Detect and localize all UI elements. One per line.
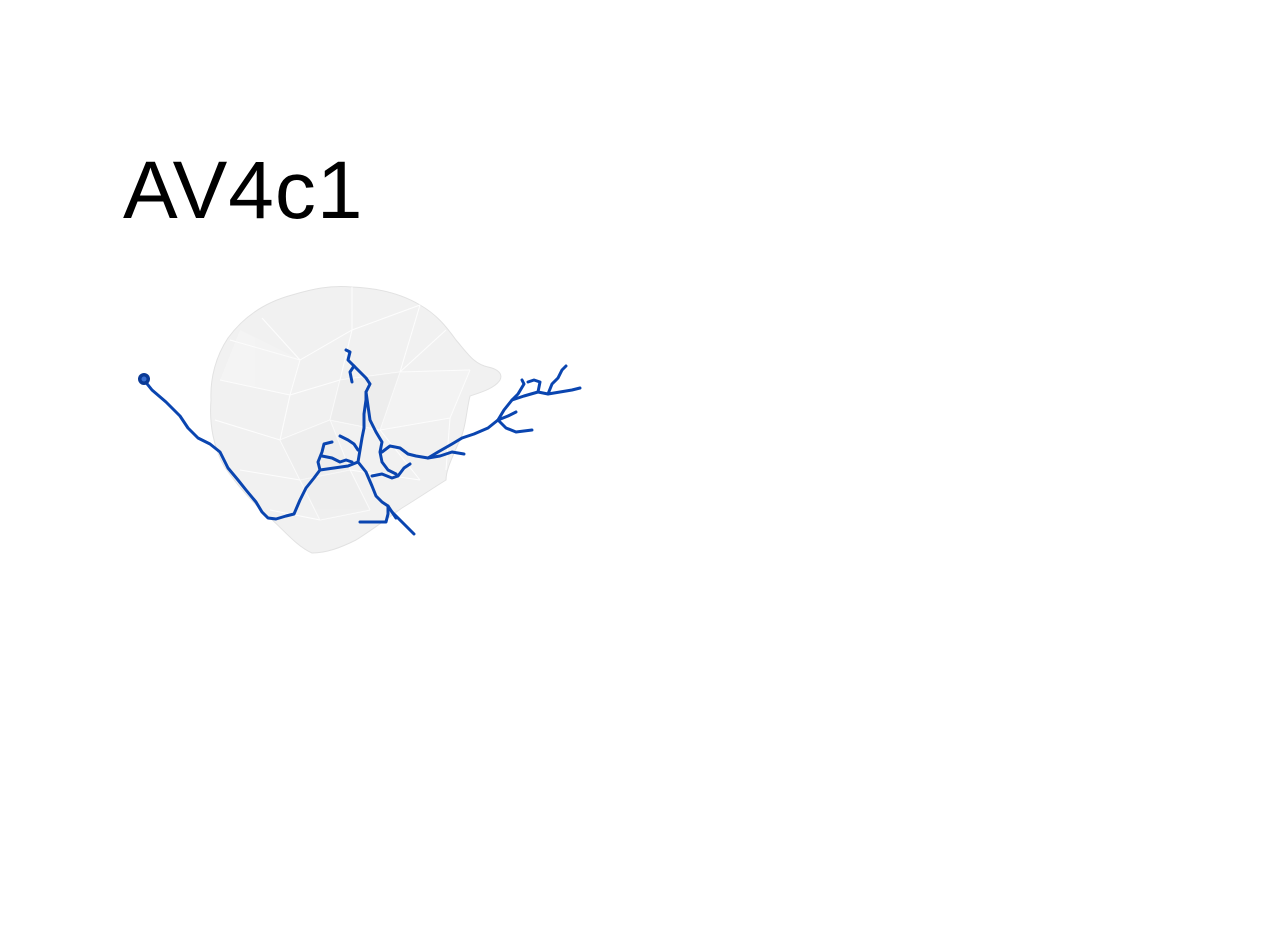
neurite-branch <box>496 378 526 422</box>
primary-neurite <box>142 378 360 521</box>
neuropil-shading <box>220 330 470 520</box>
neurite-branch <box>526 378 542 394</box>
neurite-branch <box>370 462 412 480</box>
neurite-branch <box>320 454 354 464</box>
neurite-branch <box>316 440 334 472</box>
neurite-branch <box>380 444 466 460</box>
neurite-branch <box>358 504 390 524</box>
neurite-branch <box>496 418 534 434</box>
neuron-name-title: AV4c1 <box>123 145 364 236</box>
neuron-skeleton <box>142 348 582 536</box>
neurite-branch <box>426 410 518 460</box>
neurite-branch <box>348 364 356 384</box>
neuropil-mesh <box>210 286 502 554</box>
soma-dot <box>138 373 150 385</box>
neuropil-outline <box>210 286 502 554</box>
neurite-branch <box>344 348 372 464</box>
neurite-branch <box>390 510 398 520</box>
neurite-branch <box>338 434 360 452</box>
neurite-branch <box>546 364 568 396</box>
neurite-branch <box>364 390 398 476</box>
